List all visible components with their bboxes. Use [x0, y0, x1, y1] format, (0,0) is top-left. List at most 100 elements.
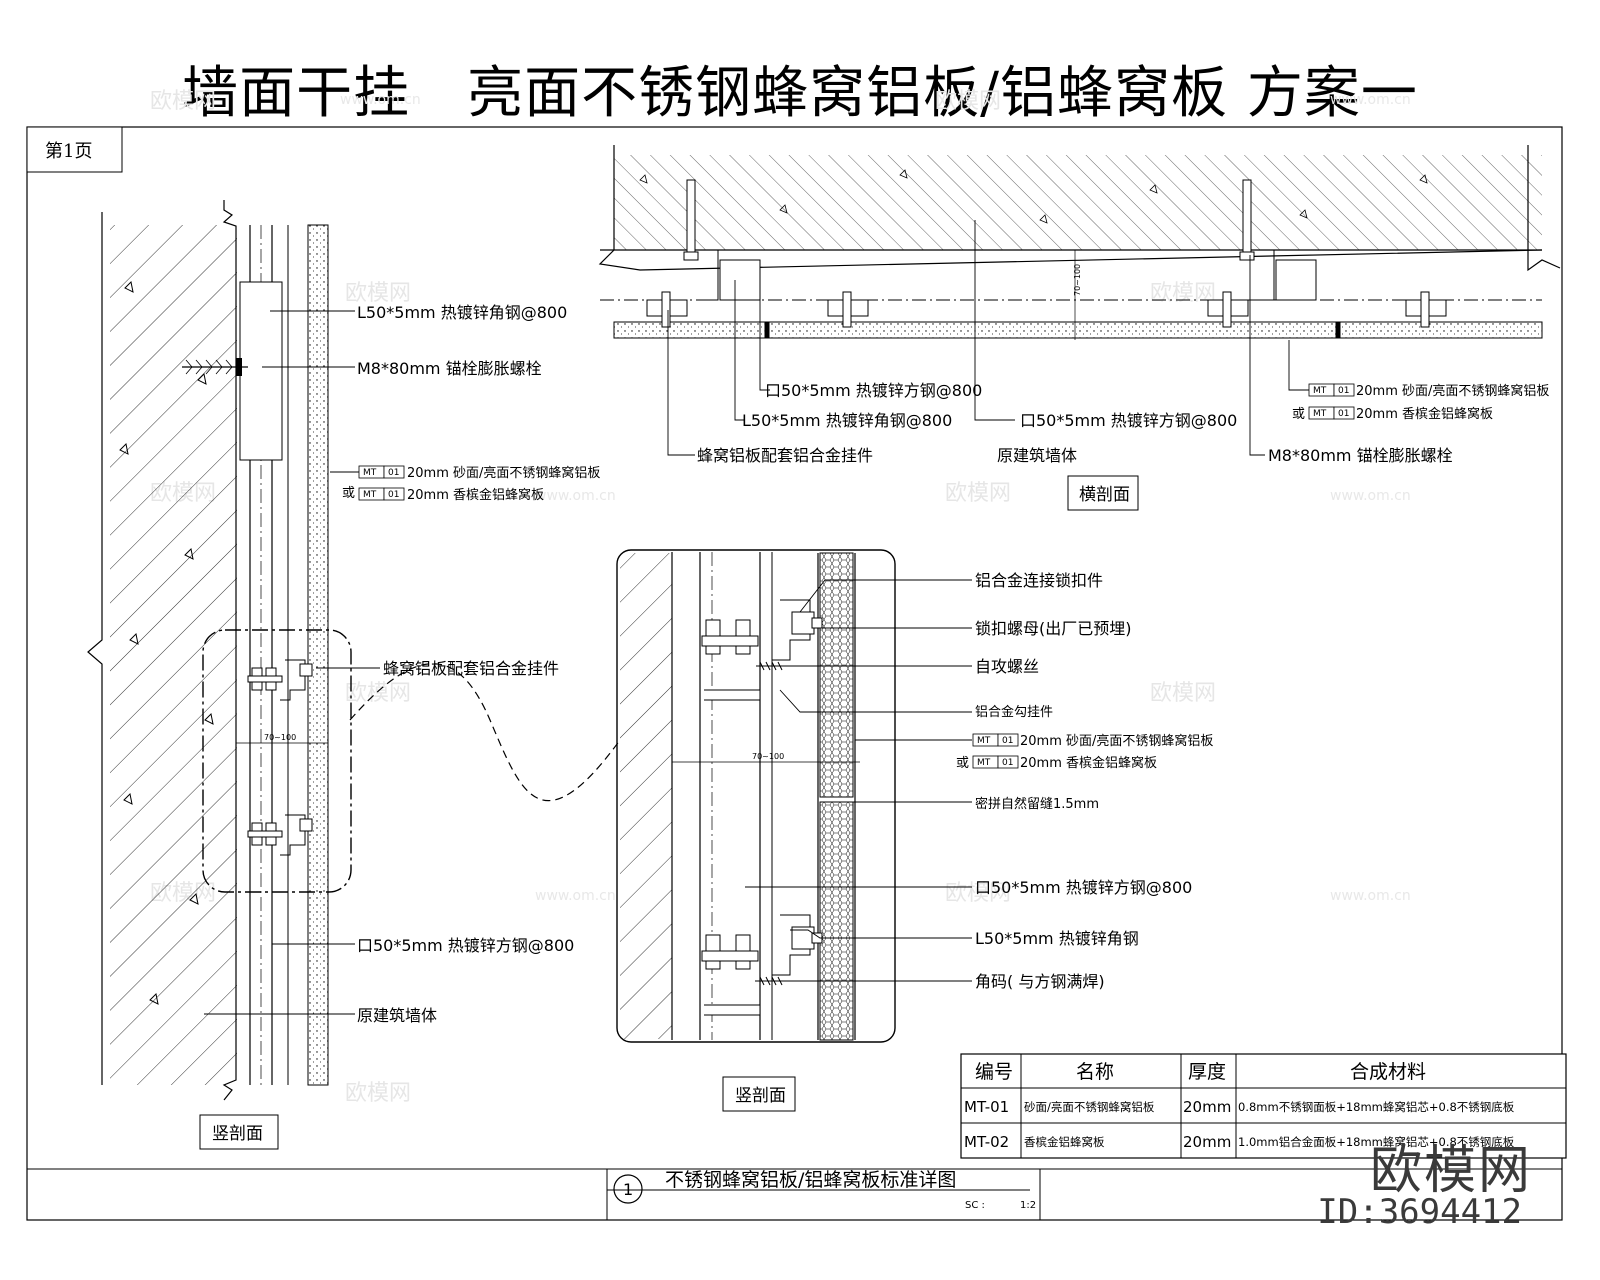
- horizontal-dimension: 70~100: [1073, 264, 1082, 296]
- label-or: 或: [956, 756, 969, 771]
- footer-scale-value: 1:2: [1020, 1200, 1036, 1211]
- material-tag-num: 01: [388, 490, 399, 500]
- brand-logo: 欧模网: [1369, 1141, 1532, 1201]
- vertical-section-leaders: [204, 310, 380, 1015]
- watermark-text: 欧模网: [150, 89, 216, 114]
- table-cell: 香槟金铝蜂窝板: [1024, 1135, 1105, 1149]
- label-panel-mt02: 20mm 香槟金铝蜂窝板: [1020, 755, 1157, 771]
- table-cell: 20mm: [1183, 1098, 1231, 1116]
- label-hanger: 蜂窝铝板配套铝合金挂件: [383, 659, 559, 678]
- material-tag-num: 01: [1002, 736, 1013, 746]
- watermark-url: www.om.cn: [1330, 92, 1411, 108]
- label-hanger: 蜂窝铝板配套铝合金挂件: [697, 446, 873, 465]
- label-angle-steel: L50*5mm 热镀锌角钢: [975, 929, 1139, 948]
- label-tapping-screw: 自攻螺丝: [975, 657, 1039, 676]
- label-panel-mt01: 20mm 砂面/亮面不锈钢蜂窝铝板: [1356, 383, 1549, 399]
- material-tag-code: MT: [977, 736, 991, 746]
- watermark-text: 欧模网: [345, 1081, 411, 1106]
- material-tag-code: MT: [1313, 409, 1327, 419]
- watermark-url: www.om.cn: [340, 92, 421, 108]
- watermark-url: www.om.cn: [1330, 488, 1411, 504]
- material-tag-code: MT: [977, 758, 991, 768]
- material-tag-num: 01: [388, 468, 399, 478]
- footer-number: 1: [623, 1180, 633, 1199]
- watermark-url: www.om.cn: [535, 888, 616, 904]
- sheet-border: [26, 126, 1563, 1221]
- brand-id: ID:3694412: [1317, 1192, 1522, 1232]
- label-or: 或: [1292, 407, 1305, 422]
- section-name-horizontal: 横剖面: [1079, 485, 1130, 505]
- label-lock-nut: 锁扣螺母(出厂已预埋): [975, 619, 1132, 638]
- material-tag: [1333, 383, 1355, 397]
- table-header: 名称: [1076, 1061, 1114, 1083]
- material-tag: [1333, 406, 1355, 420]
- label-anchor-bolt: M8*80mm 锚栓膨胀螺栓: [1268, 446, 1453, 465]
- label-lock-clip: 铝合金连接锁扣件: [975, 571, 1103, 590]
- watermark-layer: 欧模网 欧模网 欧模网 欧模网 欧模网 欧模网 欧模网 欧模网 欧模网 欧模网 …: [150, 89, 1411, 1106]
- label-square-tube: 口50*5mm 热镀锌方钢@800: [765, 381, 982, 400]
- material-tag-num: 01: [1338, 386, 1349, 396]
- label-original-wall: 原建筑墙体: [997, 446, 1077, 465]
- detail-dimension: 70~100: [752, 752, 784, 761]
- table-header: 编号: [975, 1061, 1013, 1083]
- label-angle-steel: L50*5mm 热镀锌角钢@800: [357, 303, 567, 322]
- page-label: 第1页: [45, 141, 92, 162]
- label-joint-gap: 密拼自然留缝1.5mm: [975, 796, 1099, 812]
- watermark-text: 欧模网: [935, 89, 1001, 114]
- horizontal-section-leaders: [667, 220, 1309, 456]
- watermark-text: 欧模网: [345, 281, 411, 306]
- label-panel-mt01: 20mm 砂面/亮面不锈钢蜂窝铝板: [407, 465, 600, 481]
- label-hook-hanger: 铝合金勾挂件: [975, 704, 1053, 720]
- table-cell: MT-02: [964, 1133, 1009, 1151]
- watermark-text: 欧模网: [1150, 281, 1216, 306]
- watermark-text: 欧模网: [945, 881, 1011, 906]
- table-cell: 0.8mm不锈钢面板+18mm蜂窝铝芯+0.8不锈钢底板: [1238, 1100, 1515, 1114]
- table-header: 厚度: [1188, 1061, 1226, 1083]
- vertical-dimension: 70~100: [264, 733, 296, 742]
- detail-section-drawing: 70~100: [616, 549, 896, 1112]
- label-square-tube: 口50*5mm 热镀锌方钢@800: [975, 878, 1192, 897]
- material-tag: [383, 487, 405, 501]
- label-corner-bracket: 角码( 与方钢满焊): [975, 972, 1105, 991]
- footer-caption: 不锈钢蜂窝铝板/铝蜂窝板标准详图: [665, 1169, 956, 1191]
- material-tag: [997, 733, 1019, 747]
- label-panel-mt02: 20mm 香槟金铝蜂窝板: [1356, 406, 1493, 422]
- drawing-title: 墙面干挂 亮面不锈钢蜂窝铝板/铝蜂窝板 方案一: [182, 61, 1418, 126]
- table-cell: 20mm: [1183, 1133, 1231, 1151]
- material-tag: [383, 465, 405, 479]
- material-tag-code: MT: [363, 468, 377, 478]
- table-header: 合成材料: [1350, 1061, 1426, 1083]
- label-original-wall: 原建筑墙体: [357, 1006, 437, 1025]
- label-panel-mt01: 20mm 砂面/亮面不锈钢蜂窝铝板: [1020, 733, 1213, 749]
- material-tag-num: 01: [1338, 409, 1349, 419]
- label-panel-mt02: 20mm 香槟金铝蜂窝板: [407, 487, 544, 503]
- label-angle-steel: L50*5mm 热镀锌角钢@800: [742, 411, 952, 430]
- detail-section-leaders: [745, 579, 972, 982]
- label-square-tube: 口50*5mm 热镀锌方钢@800: [357, 936, 574, 955]
- material-table: [960, 1053, 1567, 1159]
- section-name-detail: 竖剖面: [735, 1086, 786, 1106]
- material-tag-code: MT: [1313, 386, 1327, 396]
- table-cell: MT-01: [964, 1098, 1009, 1116]
- horizontal-section-drawing: 70~100: [598, 145, 1561, 511]
- table-cell: 砂面/亮面不锈钢蜂窝铝板: [1024, 1100, 1155, 1114]
- label-square-tube: 口50*5mm 热镀锌方钢@800: [1020, 411, 1237, 430]
- page-label-box: [26, 126, 123, 173]
- detail-callout-curve: [349, 663, 621, 802]
- wall-hatch: [110, 225, 237, 1085]
- material-tag-num: 01: [1002, 758, 1013, 768]
- section-name-vertical: 竖剖面: [212, 1124, 263, 1144]
- wall-break-line: [87, 212, 103, 1085]
- material-tag-code: MT: [363, 490, 377, 500]
- watermark-text: 欧模网: [945, 481, 1011, 506]
- table-cell: 1.0mm铝合金面板+18mm蜂窝铝芯+0.8不锈钢底板: [1238, 1135, 1515, 1149]
- watermark-text: 欧模网: [345, 681, 411, 706]
- vertical-section-drawing: 70~100: [87, 200, 621, 1150]
- watermark-text: 欧模网: [1150, 681, 1216, 706]
- footer-scale-label: SC :: [965, 1200, 985, 1211]
- footer-title-block: [27, 1168, 1562, 1220]
- watermark-url: www.om.cn: [1330, 888, 1411, 904]
- label-or: 或: [342, 486, 355, 501]
- wall-face-line: [222, 200, 237, 1101]
